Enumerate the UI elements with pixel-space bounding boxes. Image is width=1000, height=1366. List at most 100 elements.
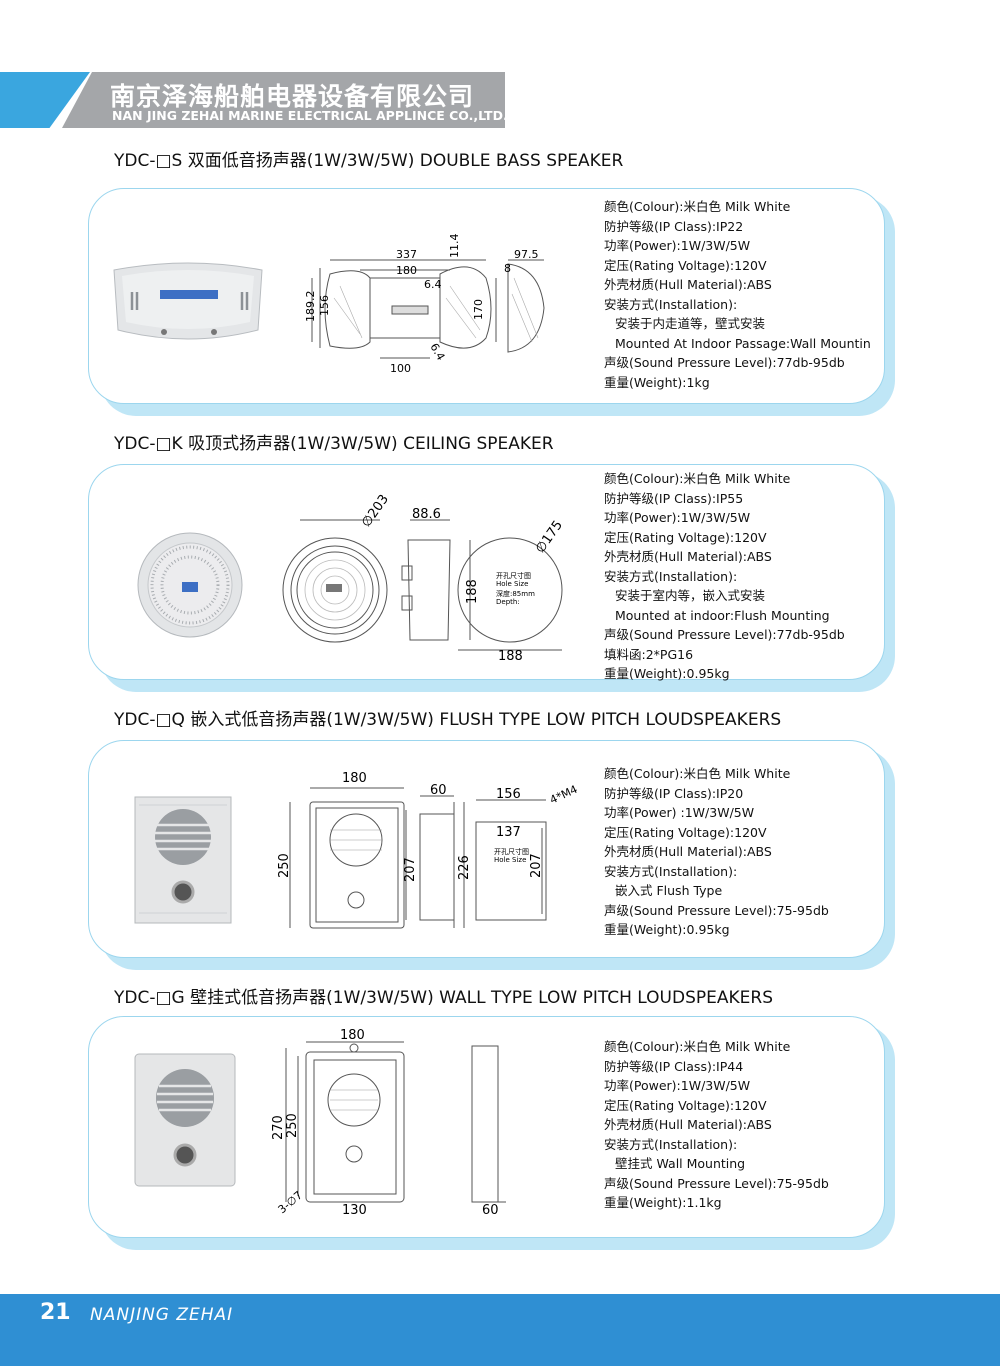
dim-hole: ∅175 — [533, 518, 566, 556]
dim-base: 100 — [390, 362, 411, 375]
dim-hole-width: 156 — [496, 787, 521, 802]
footer-bar — [0, 1294, 1000, 1366]
spec-voltage: 定压(Rating Voltage):120V — [604, 1097, 767, 1113]
dim-base: 130 — [342, 1203, 367, 1218]
dim-depth: 88.6 — [412, 507, 441, 522]
note-hole-cn: 开孔尺寸图 — [496, 571, 531, 580]
spec-voltage: 定压(Rating Voltage):120V — [604, 529, 767, 545]
spec-power: 功率(Power):1W/3W/5W — [604, 238, 751, 253]
company-name-en: NAN JING ZEHAI MARINE ELECTRICAL APPLINC… — [112, 108, 508, 123]
dim-height: 250 — [285, 1113, 300, 1138]
specs-wall: 颜色(Colour):米白色 Milk White 防护等级(IP Class)… — [604, 1037, 829, 1213]
logo-badge — [182, 582, 198, 592]
dim-lip: 8 — [504, 262, 511, 275]
dim-hole-width-inner: 137 — [496, 825, 521, 840]
dim-height-inner: 207 — [403, 857, 418, 882]
spec-power: 功率(Power):1W/3W/5W — [604, 510, 751, 525]
spec-installation: 安装方式(Installation): — [604, 1136, 738, 1152]
logo-badge — [326, 584, 342, 592]
note-hole-cn: 开孔尺寸图 — [494, 847, 529, 856]
spec-colour: 颜色(Colour):米白色 Milk White — [604, 471, 791, 486]
spec-voltage: 定压(Rating Voltage):120V — [604, 824, 767, 840]
spec-material: 外壳材质(Hull Material):ABS — [604, 549, 772, 564]
dim-overall-height: 226 — [457, 855, 472, 880]
page-number: 21 — [40, 1300, 71, 1325]
specs-double-bass: 颜色(Colour):米白色 Milk White 防护等级(IP Class)… — [604, 197, 871, 392]
ceiling-dimension-drawing: ∅203 88.6 ∅175 188 188 开孔尺寸图 Hole Size 深… — [282, 492, 566, 664]
dim-height: 250 — [277, 853, 292, 878]
spec-ip: 防护等级(IP Class):IP22 — [604, 218, 744, 234]
spec-power: 功率(Power):1W/3W/5W — [604, 1078, 751, 1093]
spec-material: 外壳材质(Hull Material):ABS — [604, 277, 772, 292]
dim-mount-holes: 3-∅7 — [276, 1189, 305, 1217]
company-name-cn: 南京泽海船舶电器设备有限公司 — [110, 82, 475, 111]
spec-installation: 安装方式(Installation): — [604, 296, 738, 312]
spec-spl: 声级(Sound Pressure Level):75-95db — [604, 1175, 829, 1191]
product-title-wall: YDC-□G 壁挂式低音扬声器(1W/3W/5W) WALL TYPE LOW … — [114, 988, 773, 1008]
spec-material: 外壳材质(Hull Material):ABS — [604, 1117, 772, 1132]
display-panel — [160, 290, 218, 299]
dim-gap: 6.4 — [424, 278, 442, 291]
flush-dimension-drawing: 180 250 207 60 226 156 4*M4 137 207 开孔尺寸… — [277, 771, 580, 929]
flush-speaker-photo — [134, 796, 232, 924]
double-bass-dimension-drawing: 337 180 6.4 100 97.5 8 189.2 156 11.4 17… — [304, 234, 545, 375]
spec-colour: 颜色(Colour):米白色 Milk White — [604, 766, 791, 781]
note-hole-en: Hole Size — [496, 580, 528, 588]
company-banner: 南京泽海船舶电器设备有限公司 NAN JING ZEHAI MARINE ELE… — [0, 72, 508, 128]
spec-installation-en: Mounted At Indoor Passage:Wall Mountin — [615, 335, 871, 351]
footer-brand: NANJING ZEHAI — [90, 1305, 234, 1325]
spec-colour: 颜色(Colour):米白色 Milk White — [604, 199, 791, 214]
dim-depth: 60 — [430, 783, 447, 798]
product-title-flush: YDC-□Q 嵌入式低音扬声器(1W/3W/5W) FLUSH TYPE LOW… — [114, 710, 782, 730]
dim-width: 337 — [396, 248, 417, 261]
wall-dimension-drawing: 180 270 250 3-∅7 130 60 — [271, 1028, 506, 1218]
spec-ip: 防护等级(IP Class):IP44 — [604, 1058, 744, 1074]
spec-spl: 声级(Sound Pressure Level):77db-95db — [604, 355, 845, 370]
dim-overall-height: 270 — [271, 1115, 286, 1140]
spec-spl: 声级(Sound Pressure Level):75-95db — [604, 902, 829, 918]
product-title-double-bass: YDC-□S 双面低音扬声器(1W/3W/5W) DOUBLE BASS SPE… — [114, 151, 624, 171]
wall-speaker-photo — [134, 1053, 236, 1187]
spec-weight: 重量(Weight):0.95kg — [604, 922, 730, 937]
dim-inner: 180 — [396, 264, 417, 277]
specs-ceiling: 颜色(Colour):米白色 Milk White 防护等级(IP Class)… — [604, 469, 845, 684]
ceiling-speaker-photo — [137, 532, 243, 638]
dim-hole-height: 188 — [465, 579, 480, 604]
spec-installation-cn: 安装于室内等，嵌入式安装 — [615, 588, 766, 603]
dim-depth: 97.5 — [514, 248, 539, 261]
dim-height-inner: 156 — [318, 295, 331, 316]
note-depth-cn: 深度:85mm — [496, 589, 535, 598]
spec-voltage: 定压(Rating Voltage):120V — [604, 257, 767, 273]
spec-ip: 防护等级(IP Class):IP20 — [604, 785, 744, 801]
note-depth-en: Depth: — [496, 598, 520, 606]
spec-colour: 颜色(Colour):米白色 Milk White — [604, 1039, 791, 1054]
spec-weight: 重量(Weight):0.95kg — [604, 666, 730, 681]
spec-installation-type: 嵌入式 Flush Type — [615, 883, 723, 898]
banner-bar — [62, 72, 505, 128]
dim-side-height: 170 — [472, 299, 485, 320]
spec-ip: 防护等级(IP Class):IP55 — [604, 490, 744, 506]
spec-installation: 安装方式(Installation): — [604, 863, 738, 879]
spec-power: 功率(Power) :1W/3W/5W — [604, 805, 755, 820]
spec-installation-cn: 安装于内走道等，壁式安装 — [615, 316, 766, 331]
dim-width: 180 — [342, 771, 367, 786]
spec-gland: 填料函:2*PG16 — [604, 646, 694, 662]
spec-installation: 安装方式(Installation): — [604, 568, 738, 584]
spec-spl: 声级(Sound Pressure Level):77db-95db — [604, 627, 845, 642]
spec-weight: 重量(Weight):1.1kg — [604, 1195, 722, 1210]
spec-installation-en: Mounted at indoor:Flush Mounting — [615, 607, 830, 623]
dim-hole-height: 207 — [529, 853, 544, 878]
specs-flush: 颜色(Colour):米白色 Milk White 防护等级(IP Class)… — [604, 764, 829, 940]
spec-weight: 重量(Weight):1kg — [604, 374, 710, 390]
dim-screw: 4*M4 — [548, 783, 580, 807]
double-bass-speaker-photo — [113, 262, 263, 340]
note-hole-en: Hole Size — [494, 856, 526, 864]
dim-depth: 60 — [482, 1203, 499, 1218]
dim-width: 180 — [340, 1028, 365, 1043]
dim-hole-width: 188 — [498, 649, 523, 664]
spec-material: 外壳材质(Hull Material):ABS — [604, 844, 772, 859]
dim-thickness: 11.4 — [448, 234, 461, 259]
product-title-ceiling: YDC-□K 吸顶式扬声器(1W/3W/5W) CEILING SPEAKER — [114, 434, 554, 454]
spec-installation-type: 壁挂式 Wall Mounting — [615, 1156, 746, 1171]
dim-height: 189.2 — [304, 291, 317, 323]
